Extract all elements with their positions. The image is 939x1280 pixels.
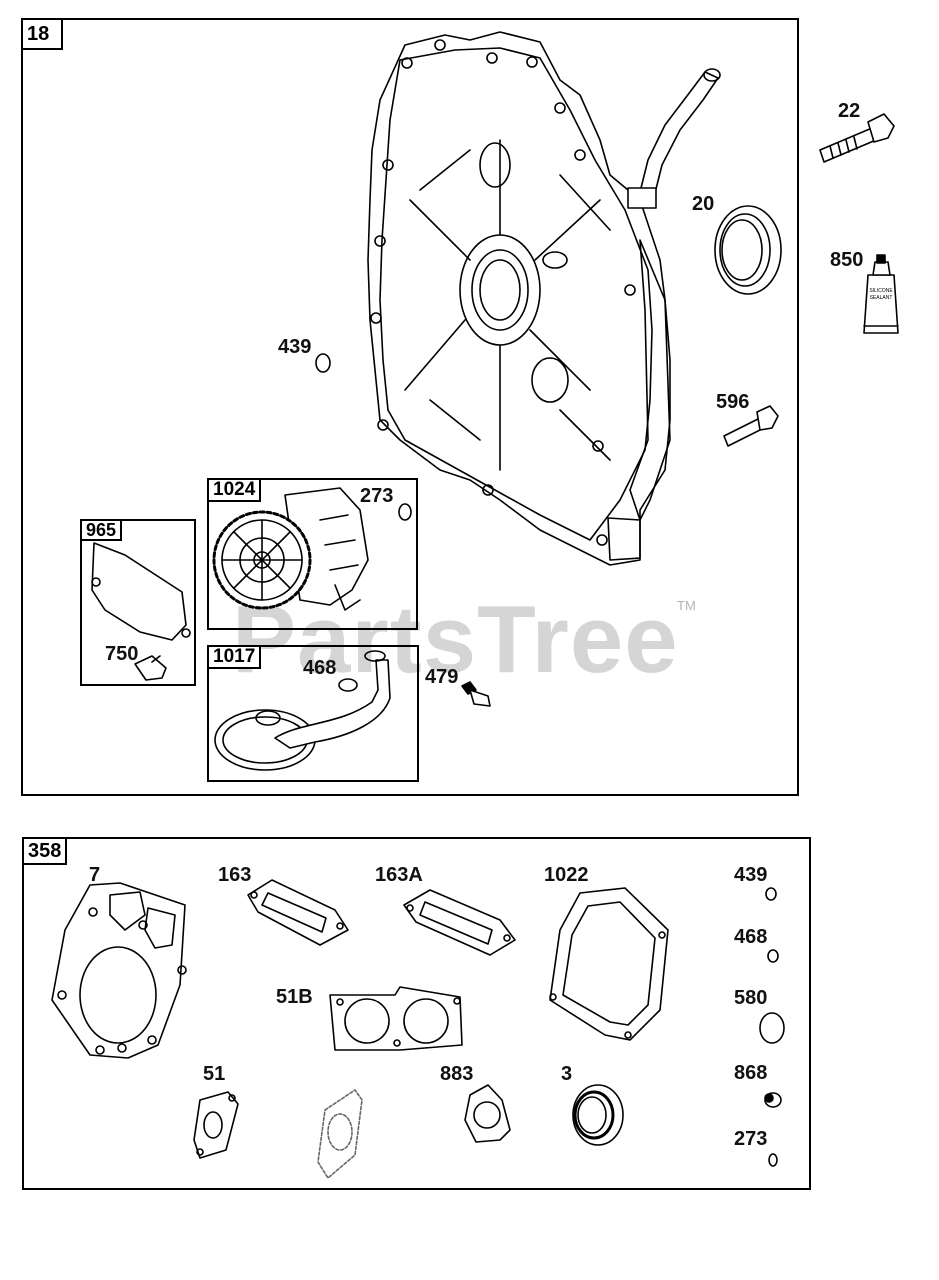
gasket-163a[interactable] — [403, 889, 516, 956]
gasket-unlabeled[interactable] — [317, 1089, 363, 1179]
callout-850[interactable]: 850 — [830, 249, 864, 271]
oil-seal-3[interactable] — [572, 1084, 624, 1146]
crankcase-cover[interactable] — [367, 31, 671, 566]
sealant-tube-text-2: SEALANT — [870, 295, 893, 301]
dipstick-tube[interactable] — [627, 68, 721, 209]
watermark-tm: TM — [677, 598, 696, 613]
oil-seal-20[interactable] — [714, 205, 782, 295]
subgroup-965-tag: 965 — [80, 519, 123, 541]
gasket-163[interactable] — [247, 879, 349, 946]
screw-750[interactable] — [134, 655, 167, 681]
callout-22[interactable]: 22 — [838, 100, 861, 122]
gasket-965[interactable] — [91, 542, 191, 641]
screw-479[interactable] — [461, 681, 491, 707]
group-18-frame — [21, 18, 799, 796]
o-ring-439[interactable] — [315, 353, 331, 373]
gasket-51b[interactable] — [329, 986, 463, 1051]
subgroup-1017-frame — [207, 645, 419, 782]
group-358-frame — [22, 837, 811, 1190]
bolt-22[interactable] — [819, 113, 895, 163]
callout-273-set[interactable]: 273 — [734, 1128, 768, 1150]
callout-163[interactable]: 163 — [218, 864, 252, 886]
callout-51b[interactable]: 51B — [276, 986, 313, 1008]
callout-868[interactable]: 868 — [734, 1062, 768, 1084]
group-358-tag: 358 — [22, 837, 68, 865]
gasket-51[interactable] — [193, 1091, 239, 1159]
head-gasket-7[interactable] — [51, 882, 187, 1059]
subgroup-1024-tag: 1024 — [207, 478, 262, 502]
o-ring-468[interactable] — [338, 678, 358, 692]
callout-51[interactable]: 51 — [203, 1063, 226, 1085]
subgroup-1024-frame — [207, 478, 418, 630]
o-ring-580[interactable] — [759, 1012, 785, 1044]
callout-468-set[interactable]: 468 — [734, 926, 768, 948]
callout-596[interactable]: 596 — [716, 391, 750, 413]
callout-750[interactable]: 750 — [105, 643, 139, 665]
callout-163a[interactable]: 163A — [375, 864, 423, 886]
sealant-tube-850[interactable] — [863, 254, 899, 334]
sealant-tube-text-1: SILICONE — [869, 288, 893, 294]
callout-883[interactable]: 883 — [440, 1063, 474, 1085]
governor-gear-1024[interactable] — [212, 487, 369, 611]
subgroup-1017-tag: 1017 — [207, 645, 262, 669]
bolt-596[interactable] — [723, 405, 779, 447]
o-ring-468-set[interactable] — [767, 949, 779, 963]
callout-273[interactable]: 273 — [360, 485, 394, 507]
group-18-tag: 18 — [21, 18, 63, 50]
watermark: PartsTree — [232, 586, 679, 693]
plug-868[interactable] — [764, 1092, 782, 1108]
callout-468[interactable]: 468 — [303, 657, 337, 679]
callout-3[interactable]: 3 — [561, 1063, 573, 1085]
callout-439[interactable]: 439 — [278, 336, 312, 358]
callout-7[interactable]: 7 — [89, 864, 101, 886]
callout-439-set[interactable]: 439 — [734, 864, 768, 886]
o-ring-439-set[interactable] — [765, 887, 777, 901]
subgroup-965-frame — [80, 519, 196, 686]
o-ring-273[interactable] — [398, 503, 412, 521]
gasket-1022[interactable] — [549, 887, 669, 1041]
callout-479[interactable]: 479 — [425, 666, 459, 688]
callout-580[interactable]: 580 — [734, 987, 768, 1009]
callout-20[interactable]: 20 — [692, 193, 715, 215]
oil-pickup-1017[interactable] — [214, 650, 391, 771]
callout-1022[interactable]: 1022 — [544, 864, 589, 886]
o-ring-273-set[interactable] — [768, 1153, 778, 1167]
gasket-883[interactable] — [464, 1084, 511, 1143]
